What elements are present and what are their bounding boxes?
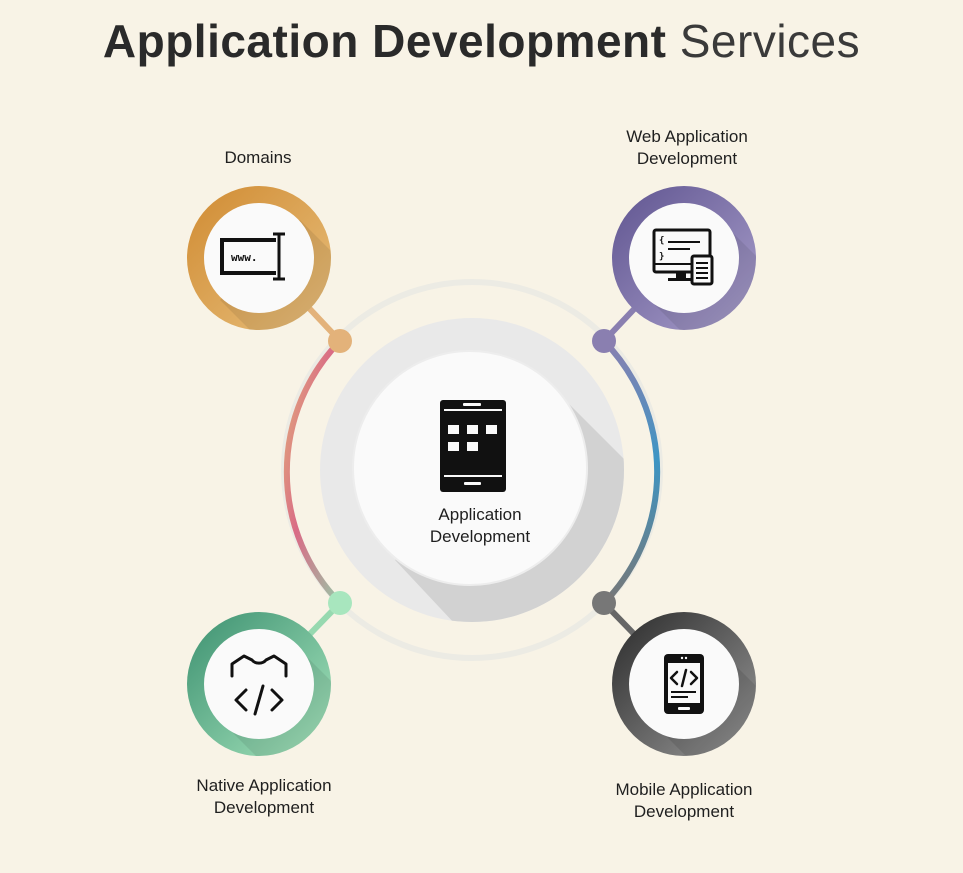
node-domains: www. — [187, 186, 331, 330]
native-label: Native Application Development — [154, 775, 374, 819]
node-mobile — [612, 612, 756, 756]
web-label-line1: Web Application — [626, 127, 748, 146]
dot-web — [592, 329, 616, 353]
dot-mobile — [592, 591, 616, 615]
web-label: Web Application Development — [577, 126, 797, 170]
node-native — [187, 612, 331, 756]
center-node — [320, 318, 624, 622]
native-label-line1: Native Application — [196, 776, 332, 795]
svg-text:www.: www. — [231, 251, 258, 264]
center-label-line2: Development — [429, 527, 531, 546]
svg-text:}: } — [659, 252, 664, 262]
center-label: Application Development — [370, 504, 590, 548]
domains-label: Domains — [148, 147, 368, 169]
mobile-label-line1: Mobile Application — [615, 780, 753, 799]
svg-text:{: { — [659, 236, 664, 246]
mobile-label: Mobile Application Development — [574, 779, 794, 823]
web-dev-icon: { } — [652, 228, 714, 286]
dot-native — [328, 591, 352, 615]
native-label-line2: Development — [213, 798, 315, 817]
native-code-icon — [230, 654, 288, 716]
title-bold: Application Development — [102, 15, 667, 67]
dot-domains — [328, 329, 352, 353]
web-label-line2: Development — [636, 149, 738, 168]
www-domain-icon: www. — [220, 232, 285, 281]
left-arc — [283, 338, 343, 606]
node-web: { } — [612, 186, 756, 330]
center-label-line1: Application — [438, 505, 522, 524]
title-light: Services — [679, 15, 861, 67]
mobile-code-icon — [664, 654, 704, 714]
app-grid-icon — [440, 400, 506, 492]
domains-label-line1: Domains — [224, 148, 292, 167]
page-title: Application Development Services — [0, 14, 963, 68]
right-arc — [601, 338, 661, 606]
mobile-label-line2: Development — [633, 802, 735, 821]
